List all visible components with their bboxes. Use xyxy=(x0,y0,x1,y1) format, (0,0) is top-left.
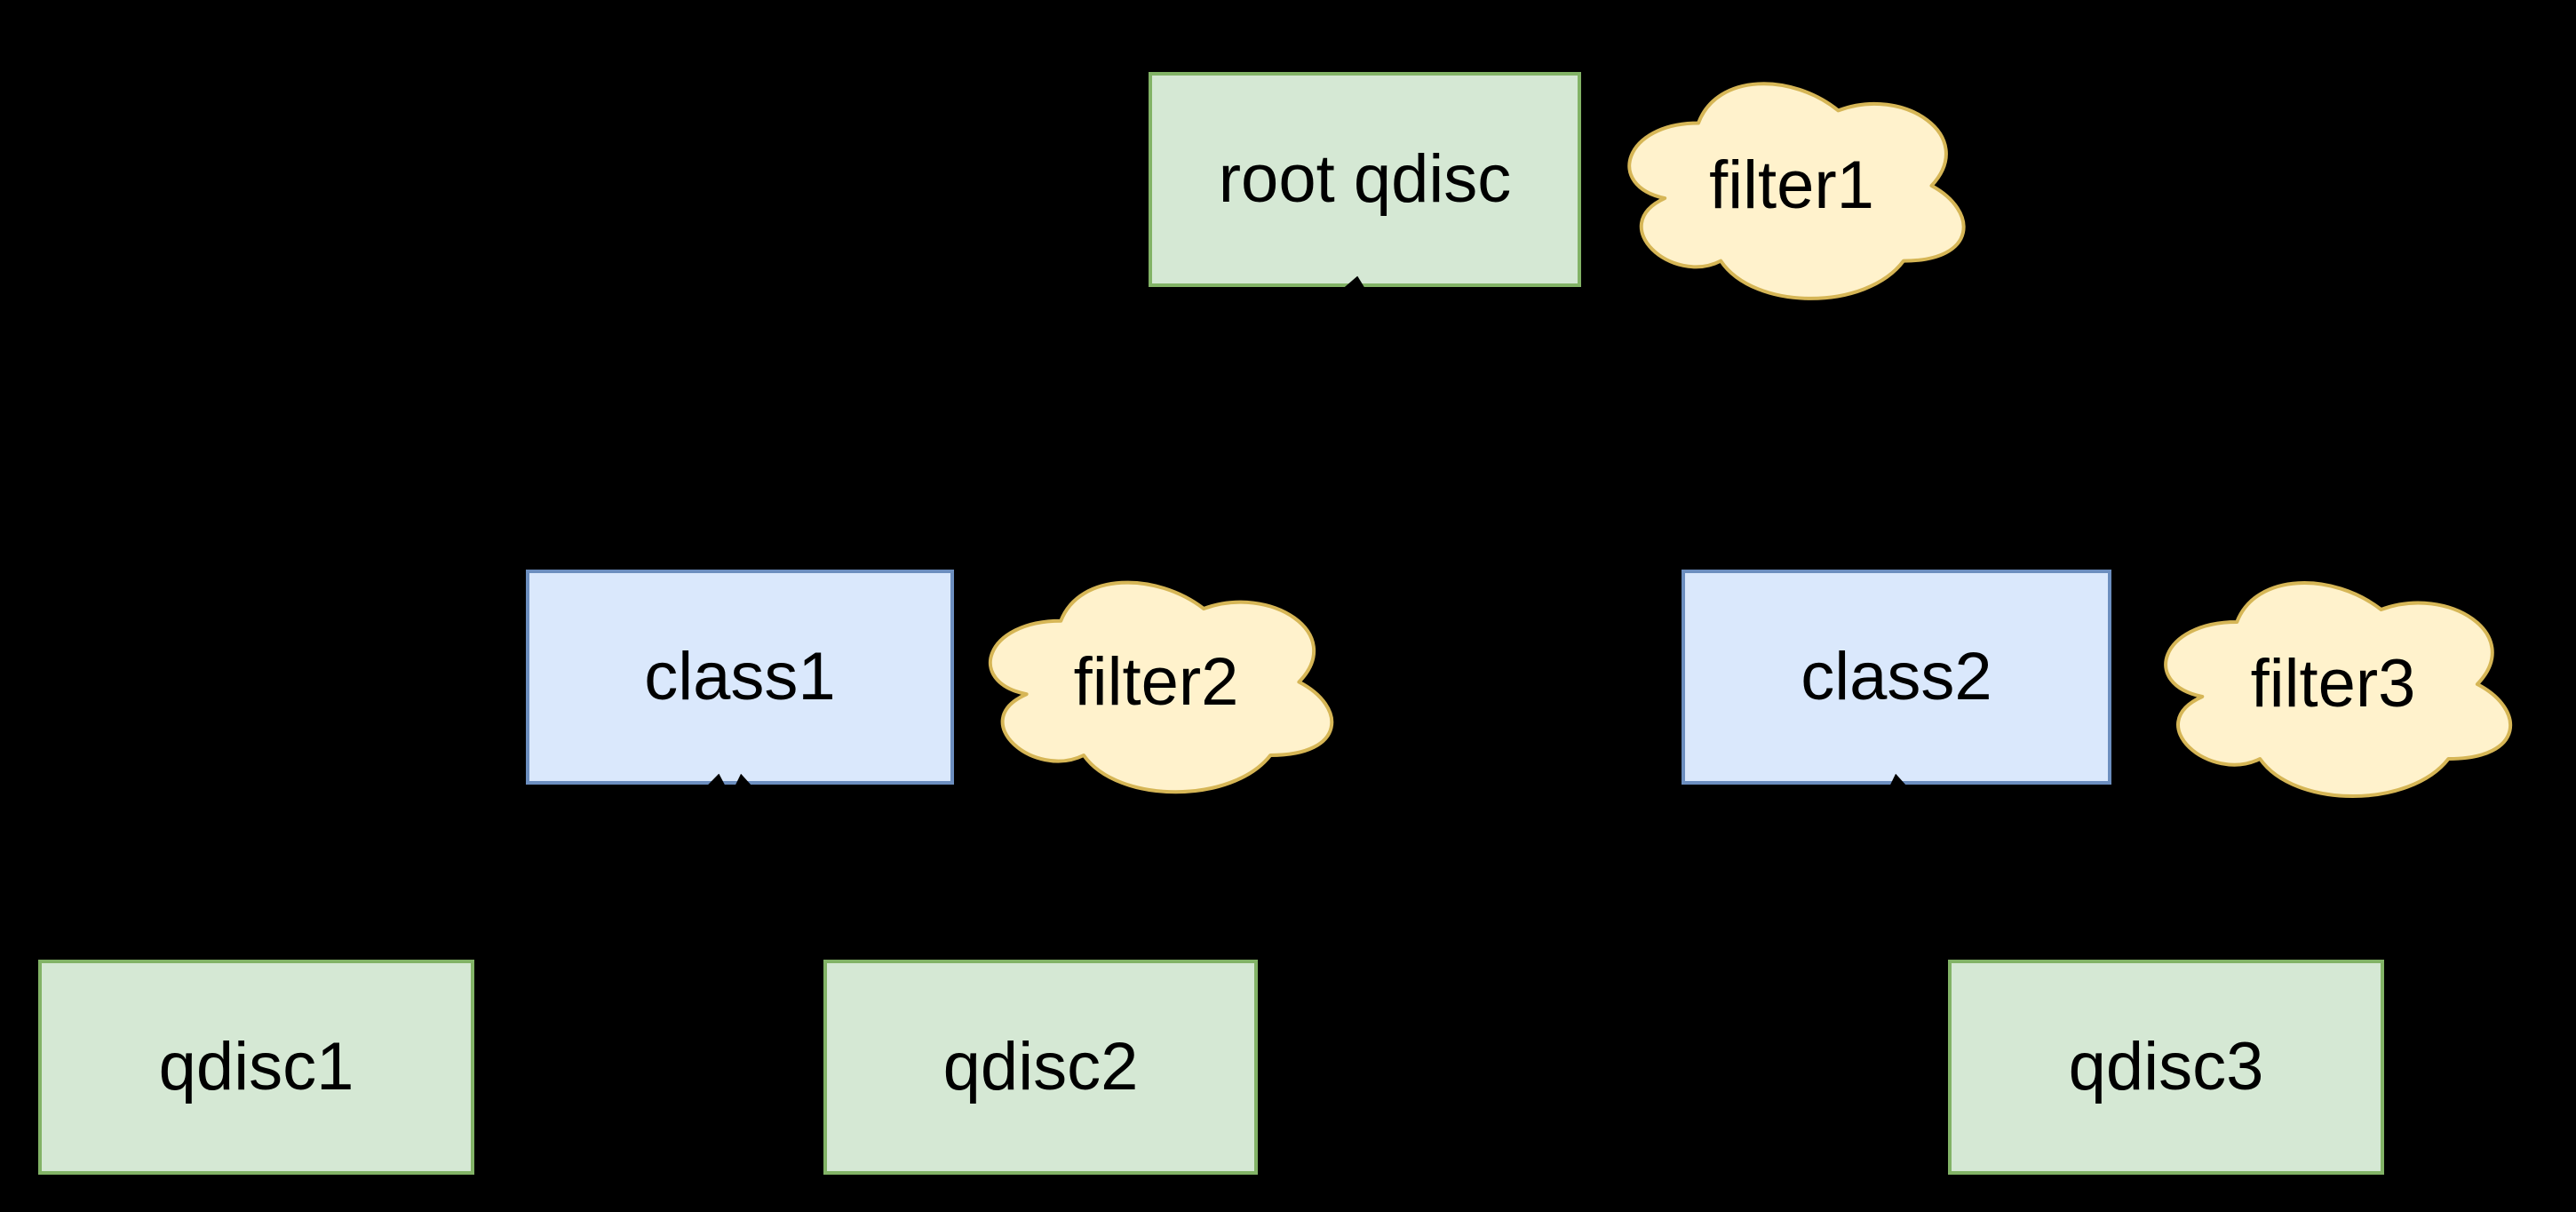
node-qdisc3-label: qdisc3 xyxy=(2068,1029,2264,1104)
cloud-shape-icon xyxy=(966,560,1347,804)
filter2-label: filter2 xyxy=(1073,643,1239,720)
node-root-qdisc-label: root qdisc xyxy=(1218,141,1512,217)
filter3-label: filter3 xyxy=(2250,646,2416,722)
node-qdisc3: qdisc3 xyxy=(1948,960,2384,1175)
node-class2: class2 xyxy=(1682,570,2111,785)
node-root-qdisc: root qdisc xyxy=(1149,72,1581,287)
node-class1: class1 xyxy=(526,570,954,785)
cloud-shape-icon xyxy=(2141,560,2525,809)
node-class1-label: class1 xyxy=(644,639,836,714)
node-class2-label: class2 xyxy=(1801,639,1992,714)
node-qdisc2-label: qdisc2 xyxy=(942,1029,1139,1104)
node-qdisc1-label: qdisc1 xyxy=(158,1029,354,1104)
node-qdisc1: qdisc1 xyxy=(38,960,474,1175)
filter1-cloud: filter1 xyxy=(1605,60,1978,311)
filter2-cloud: filter2 xyxy=(966,560,1347,804)
filter1-label: filter1 xyxy=(1709,148,1874,223)
filter3-cloud: filter3 xyxy=(2141,560,2525,809)
cloud-shape-icon xyxy=(1605,60,1978,311)
node-qdisc2: qdisc2 xyxy=(823,960,1258,1175)
